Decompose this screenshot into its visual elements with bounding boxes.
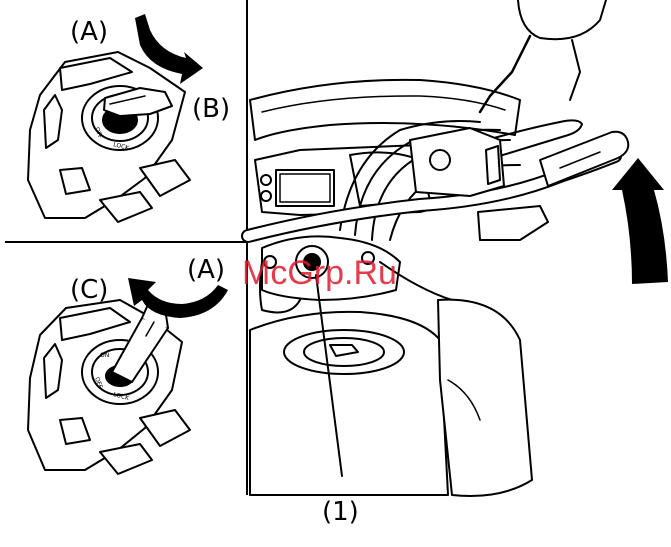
- label-c: (C): [70, 275, 108, 305]
- ignition-switch-lock-illustration: [28, 52, 190, 222]
- on-marking: ON: [100, 352, 109, 359]
- label-1: (1): [322, 497, 359, 527]
- ignition-switch-on-illustration: [28, 300, 190, 474]
- motorcycle-cockpit-illustration: [248, 0, 628, 496]
- watermark-text: McGrp.Ru: [242, 254, 397, 292]
- label-b: (B): [192, 94, 230, 124]
- label-a-top: (A): [70, 17, 108, 47]
- label-a-mid: (A): [187, 255, 225, 285]
- grip-rotate-arrow-icon: [612, 158, 668, 284]
